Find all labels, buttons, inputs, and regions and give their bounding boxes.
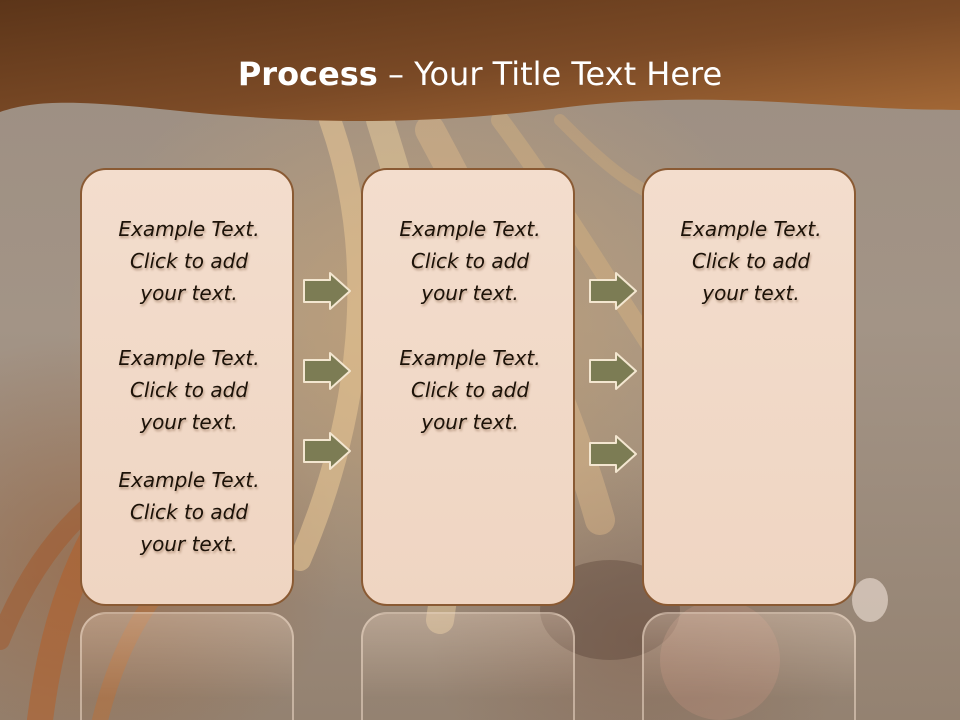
text-line: your text. xyxy=(140,281,238,305)
text-line: Click to add xyxy=(410,378,530,402)
text-block[interactable]: Example Text. Click to add your text. xyxy=(82,342,296,438)
text-line: your text. xyxy=(702,281,800,305)
box-reflection-2 xyxy=(361,612,575,720)
box-reflection-1 xyxy=(80,612,294,720)
text-block[interactable]: Example Text. Click to add your text. xyxy=(82,464,296,560)
right-arrow-icon[interactable] xyxy=(302,431,352,471)
text-line: Click to add xyxy=(129,378,249,402)
process-box-1[interactable]: Example Text. Click to add your text. Ex… xyxy=(80,168,294,606)
text-line: Example Text. xyxy=(118,468,260,492)
text-block[interactable]: Example Text. Click to add your text. xyxy=(644,213,858,309)
right-arrow-icon[interactable] xyxy=(302,351,352,391)
box-reflection-3 xyxy=(642,612,856,720)
text-line: Click to add xyxy=(691,249,811,273)
right-arrow-icon[interactable] xyxy=(302,271,352,311)
text-block[interactable]: Example Text. Click to add your text. xyxy=(82,213,296,309)
text-line: Click to add xyxy=(129,500,249,524)
title-rest-text: – Your Title Text Here xyxy=(377,55,723,93)
right-arrow-icon[interactable] xyxy=(588,351,638,391)
text-line: Example Text. xyxy=(118,346,260,370)
text-line: Click to add xyxy=(410,249,530,273)
header-band xyxy=(0,0,960,121)
text-block[interactable]: Example Text. Click to add your text. xyxy=(363,342,577,438)
right-arrow-icon[interactable] xyxy=(588,271,638,311)
text-line: Example Text. xyxy=(680,217,822,241)
title-bold-text: Process xyxy=(237,55,378,93)
process-box-3[interactable]: Example Text. Click to add your text. xyxy=(642,168,856,606)
right-arrow-icon[interactable] xyxy=(588,434,638,474)
text-line: your text. xyxy=(421,281,519,305)
process-box-2[interactable]: Example Text. Click to add your text. Ex… xyxy=(361,168,575,606)
text-block[interactable]: Example Text. Click to add your text. xyxy=(363,213,577,309)
text-line: Click to add xyxy=(129,249,249,273)
text-line: Example Text. xyxy=(118,217,260,241)
text-line: Example Text. xyxy=(399,346,541,370)
text-line: your text. xyxy=(140,532,238,556)
slide-title[interactable]: Process – Your Title Text Here xyxy=(0,52,960,96)
text-line: Example Text. xyxy=(399,217,541,241)
text-line: your text. xyxy=(421,410,519,434)
text-line: your text. xyxy=(140,410,238,434)
